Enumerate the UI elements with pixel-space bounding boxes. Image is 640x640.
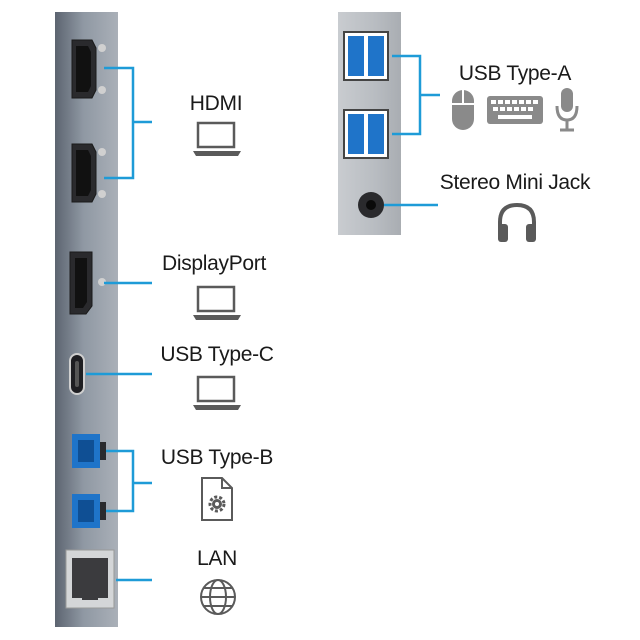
keyboard-icon [487,96,543,124]
usb-a-label: USB Type-A [458,62,572,85]
hdmi-label: HDMI [189,92,243,115]
lan-port [65,549,115,609]
hdmi-port-1 [71,39,106,99]
microphone-icon [555,88,579,132]
headphones-icon [498,202,536,242]
usb-a-connector-line [392,54,440,136]
usb-c-label: USB Type-C [160,343,274,366]
usb-b-connector-line [106,449,152,513]
hdmi-port-2 [71,143,106,203]
usb-a-port-1 [343,31,389,81]
usb-b-label: USB Type-B [160,446,274,469]
laptop-icon [193,375,241,410]
usb-b-port-2 [72,494,106,528]
mini-jack-label: Stereo Mini Jack [439,171,591,194]
displayport-label: DisplayPort [161,252,267,275]
usb-a-port-2 [343,109,389,159]
lan-label: LAN [197,547,237,570]
globe-icon [200,579,236,615]
usb-c-port [69,353,85,395]
usb-b-port-1 [72,434,106,468]
displayport-port [69,251,106,315]
mouse-icon [452,90,474,130]
mini-jack-port [358,192,384,218]
hdmi-connector-line [104,66,152,180]
laptop-icon [193,285,241,320]
laptop-icon [193,121,241,156]
document-gear-icon [201,477,233,521]
